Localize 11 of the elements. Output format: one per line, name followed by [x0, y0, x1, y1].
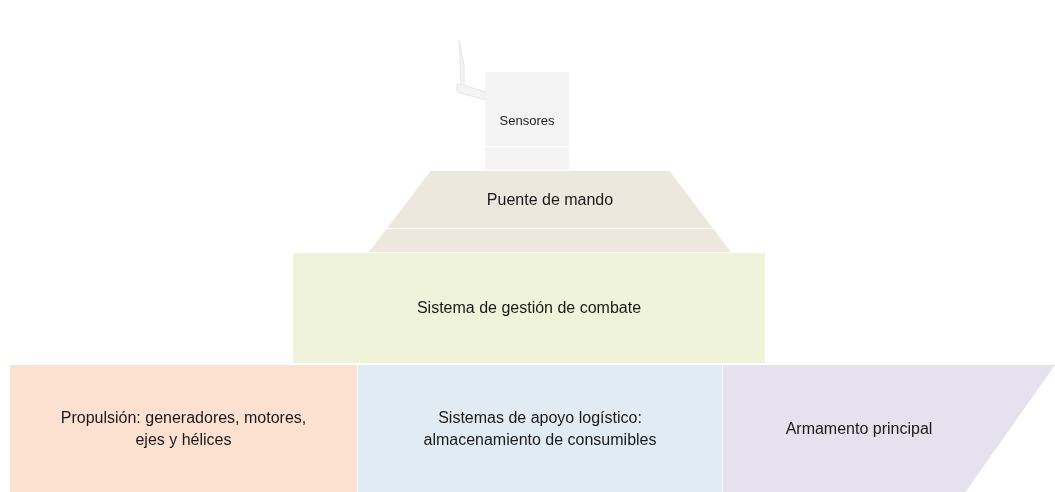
node-label: Puente de mando	[486, 189, 614, 210]
node-label: Sistema de gestión de combate	[416, 298, 642, 319]
combat-system-block	[293, 253, 765, 363]
logistics-block	[358, 365, 722, 492]
node-label: Armamento principal	[785, 418, 933, 439]
weapons-trapezoid	[723, 365, 1055, 492]
node-label: Propulsión: generadores, motores, ejes y hélices	[59, 407, 308, 450]
propulsion-block	[10, 365, 357, 492]
node-label: Sistemas de apoyo logístico: almacenamiento de consumibles	[422, 407, 658, 450]
sensor-tower-block	[485, 72, 569, 170]
node-label: Sensores	[499, 112, 555, 130]
